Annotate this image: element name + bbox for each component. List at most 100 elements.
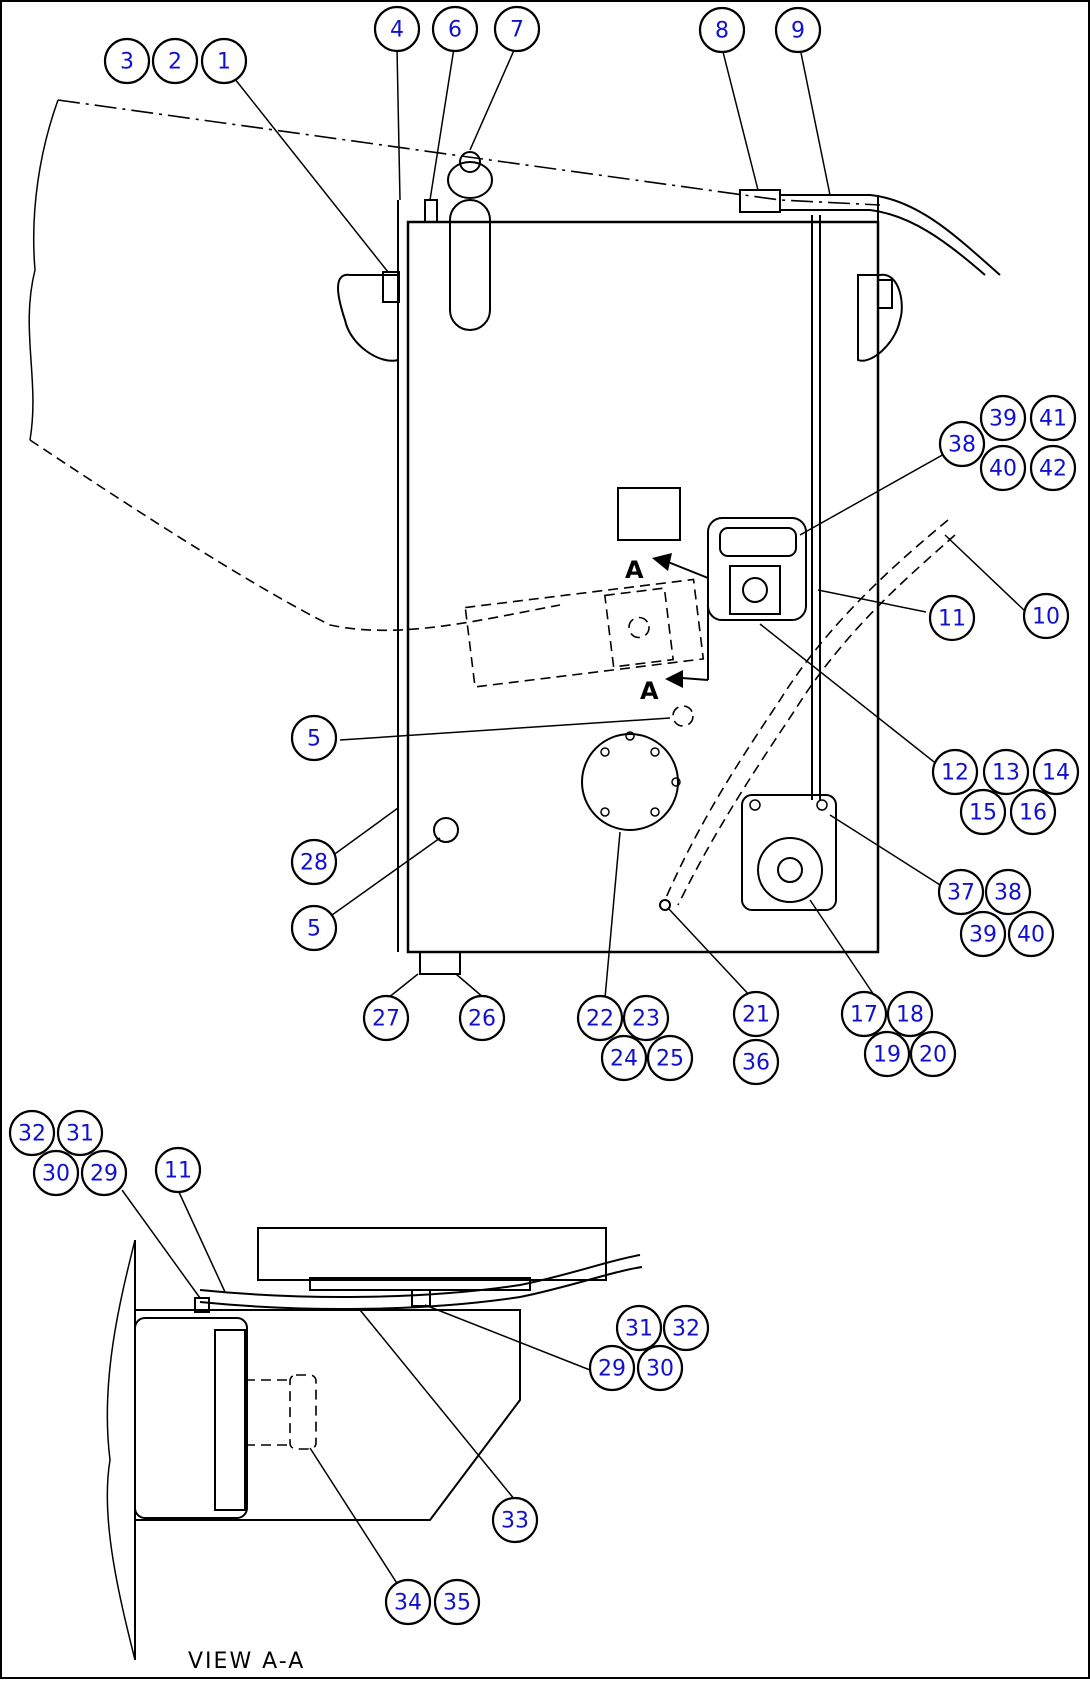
inspection-cover [581,733,679,831]
callout-number: 18 [896,1003,924,1028]
callout-1: 1 [200,37,248,85]
callout-21: 21 [732,990,780,1038]
callout-circle [373,5,421,53]
callout-circle [636,1344,684,1392]
callout-8: 8 [698,6,746,54]
level-gauge-window [729,565,781,615]
callout-circle [622,994,670,1042]
callout-11: 11 [928,594,976,642]
callout-circle [8,1109,56,1157]
callout-number: 16 [1019,801,1047,826]
view-frame-edge [106,1239,136,1661]
callout-circle [32,1149,80,1197]
callout-40: 40 [1007,910,1055,958]
callout-circle [938,420,986,468]
callout-38: 38 [938,420,986,468]
callout-circle [959,788,1007,836]
callout-39: 39 [959,910,1007,958]
view-dashed-stub [245,1379,290,1446]
callout-31: 31 [56,1109,104,1157]
callout-16: 16 [1009,788,1057,836]
callout-number: 41 [1039,407,1067,432]
callout-36: 36 [732,1038,780,1086]
callout-number: 17 [850,1003,878,1028]
section-arrow-top [667,561,709,579]
callout-29: 29 [80,1149,128,1197]
return-hose-inner [780,209,986,276]
callout-26: 26 [458,994,506,1042]
left-bracket-clamp [382,271,400,303]
callout-circle [774,6,822,54]
callout-39: 39 [979,394,1027,442]
strainer-core [603,587,675,668]
sender-bolt [816,799,828,811]
cover-bolt [600,807,610,817]
callout-circle [982,748,1030,796]
callout-number: 9 [791,19,805,44]
callout-10: 10 [1022,592,1070,640]
callout-circle [458,994,506,1042]
callout-circle [928,594,976,642]
callout-number: 1 [217,50,231,75]
frame-center-line [57,99,881,206]
callout-35: 35 [433,1578,481,1626]
view-hose-top [199,1254,641,1298]
vent-fitting [424,199,438,223]
callout-22: 22 [576,994,624,1042]
callout-9: 9 [774,6,822,54]
callout-number: 28 [300,851,328,876]
drain-hose-b [677,534,956,906]
callout-number: 31 [625,1317,653,1342]
callout-circle [979,394,1027,442]
callout-32: 32 [8,1109,56,1157]
callout-37: 37 [937,868,985,916]
plug [672,705,694,727]
callout-circle [1032,748,1080,796]
view-strainer [289,1374,317,1450]
callout-circle [840,990,888,1038]
filler-cap-knob [459,151,481,173]
callout-circle [600,1034,648,1082]
callout-circle [662,1304,710,1352]
callout-circle [290,838,338,886]
callout-number: 21 [742,1003,770,1028]
callout-40: 40 [979,444,1027,492]
callout-18: 18 [886,990,934,1038]
callout-number: 39 [969,923,997,948]
level-gauge-housing [707,517,807,621]
callout-number: 36 [742,1051,770,1076]
callout-number: 23 [632,1007,660,1032]
callout-number: 33 [501,1509,529,1534]
callout-number: 29 [90,1162,118,1187]
callout-number: 22 [586,1007,614,1032]
callout-41: 41 [1029,394,1077,442]
strainer-element [464,578,705,688]
callout-24: 24 [600,1034,648,1082]
right-bracket [857,273,903,362]
filler-cap [447,161,493,199]
callout-number: 3 [120,50,134,75]
view-bolt [194,1297,210,1313]
callout-31: 31 [615,1304,663,1352]
callout-2: 2 [151,37,199,85]
callout-circle [491,1496,539,1544]
callout-circle [886,990,934,1038]
callout-circle [646,1034,694,1082]
callout-number: 25 [656,1047,684,1072]
callout-number: 5 [307,727,321,752]
view-leader-lines [121,1189,591,1589]
view-tank-top [257,1227,607,1281]
callout-circle [431,5,479,53]
callout-number: 32 [672,1317,700,1342]
filler-neck [449,199,491,331]
callout-number: 31 [66,1122,94,1147]
view-bracket-inner [214,1329,246,1511]
callout-34: 34 [384,1578,432,1626]
callout-7: 7 [493,5,541,53]
callout-circle [103,37,151,85]
callout-number: 5 [307,917,321,942]
callout-11: 11 [154,1146,202,1194]
